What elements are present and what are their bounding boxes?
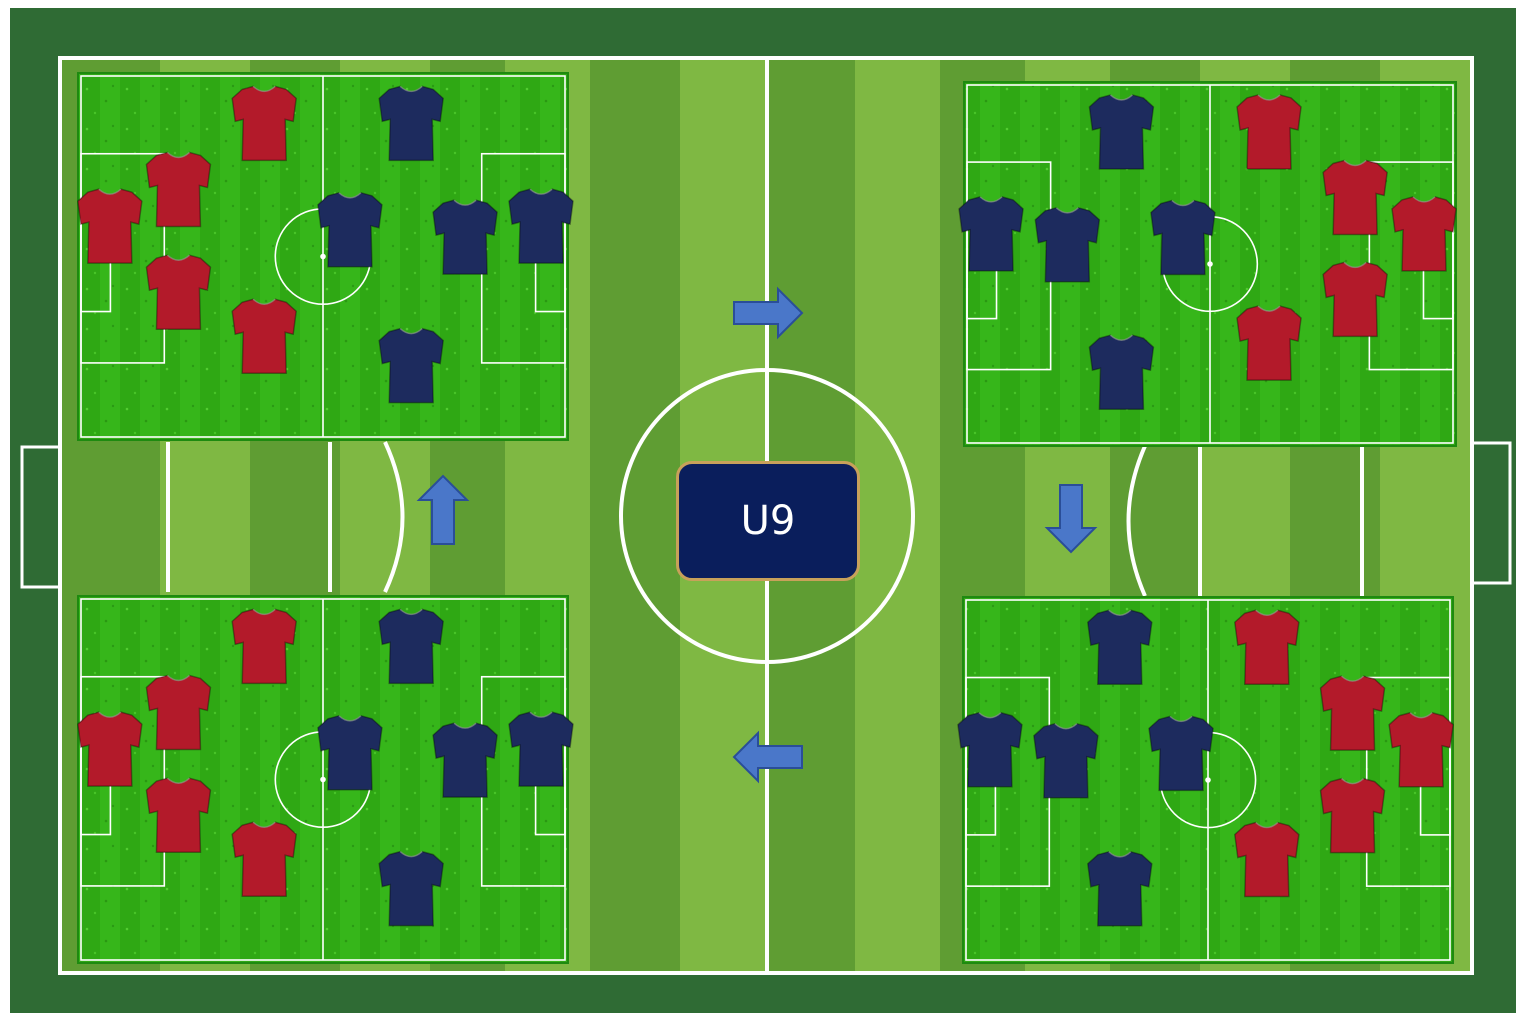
pitch-stripe xyxy=(855,58,940,973)
pitch-stripe xyxy=(590,58,680,973)
age-group-label: U9 xyxy=(676,461,860,581)
mini-pitch-bottom-right xyxy=(958,597,1453,963)
age-group-text: U9 xyxy=(741,498,796,544)
mini-pitch-bottom-left xyxy=(78,596,573,963)
mini-pitch-top-left xyxy=(78,73,573,440)
mini-pitch-top-right xyxy=(959,82,1456,446)
